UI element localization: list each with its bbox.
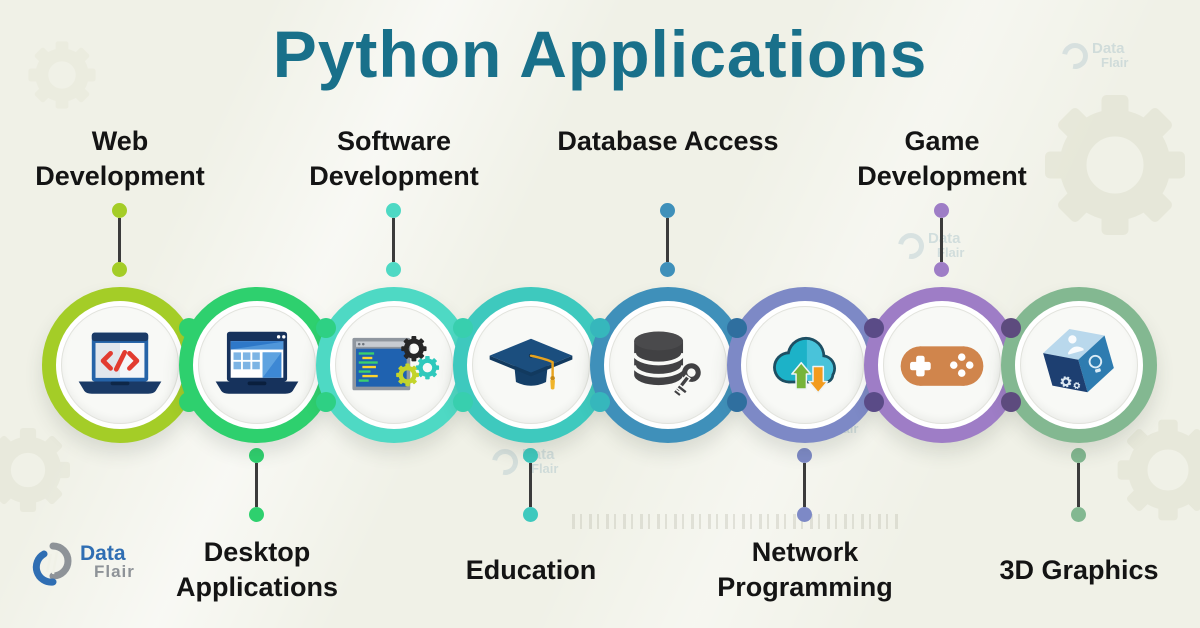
connector-line: [803, 463, 806, 507]
app-label: Network Programming: [717, 537, 893, 602]
connector: [249, 448, 264, 522]
icon-disc: [746, 306, 864, 424]
connector-dot: [1071, 448, 1086, 463]
app-label: Desktop Applications: [175, 537, 338, 602]
connector-line: [529, 463, 532, 507]
barcode-watermark: [572, 514, 902, 529]
watermark-logo-icon: [486, 443, 524, 481]
connector-dot: [523, 507, 538, 522]
ring: [453, 287, 609, 443]
connector: [386, 203, 401, 277]
app-label: Database Access: [557, 126, 779, 156]
ring: [864, 287, 1020, 443]
icon-disc: [1020, 306, 1138, 424]
watermark-logo-icon: [892, 227, 930, 265]
brand-logo: Data Flair: [32, 540, 135, 586]
app-label: 3D Graphics: [999, 555, 1159, 585]
connector-line: [255, 463, 258, 507]
connector: [112, 203, 127, 277]
connector: [934, 203, 949, 277]
ring: [179, 287, 335, 443]
app-label: Web Development: [35, 126, 205, 191]
graduation-cap-icon: [489, 338, 573, 390]
connector-dot: [934, 262, 949, 277]
icon-disc: [472, 306, 590, 424]
connector-dot: [660, 203, 675, 218]
connector-dot: [797, 507, 812, 522]
icon-disc: [335, 306, 453, 424]
ring: [1001, 287, 1157, 443]
connector-dot: [249, 507, 264, 522]
junction-dot: [590, 392, 610, 412]
icon-disc: [883, 306, 1001, 424]
brand-logo-text: Data Flair: [80, 542, 135, 581]
junction-dot: [864, 392, 884, 412]
ring: [42, 287, 198, 443]
icon-disc: [198, 306, 316, 424]
app-label: Game Development: [857, 126, 1027, 191]
junction-dot: [316, 392, 336, 412]
icon-disc: [609, 306, 727, 424]
connector-dot: [112, 262, 127, 277]
connector-dot: [934, 203, 949, 218]
page-title: Python Applications: [272, 17, 928, 91]
brand-logo-icon: [32, 542, 72, 586]
junction-dot: [1001, 318, 1021, 338]
icon-disc: [61, 306, 179, 424]
app-label: Education: [465, 555, 597, 585]
junction-dot: [727, 318, 747, 338]
connector-dot: [797, 448, 812, 463]
connector: [1071, 448, 1086, 522]
laptop-apps-icon: [215, 332, 299, 395]
junction-dot: [453, 318, 473, 338]
connector-dot: [112, 203, 127, 218]
connector-line: [1077, 463, 1080, 507]
ring: [590, 287, 746, 443]
app-label: Software Development: [309, 126, 479, 191]
code-window-gears-icon: [352, 327, 441, 391]
ring: [316, 287, 472, 443]
connector-line: [940, 218, 943, 262]
junction-dot: [179, 392, 199, 412]
cloud-transfer-icon: [773, 337, 837, 394]
connector-dot: [660, 262, 675, 277]
connector: [660, 203, 675, 277]
gamepad-icon: [900, 346, 984, 386]
junction-dot: [727, 392, 747, 412]
junction-dot: [316, 318, 336, 338]
connector-line: [666, 218, 669, 262]
database-key-icon: [632, 331, 701, 398]
connector-dot: [1071, 507, 1086, 522]
ring: [727, 287, 883, 443]
connector: [523, 448, 538, 522]
junction-dot: [179, 318, 199, 338]
connector-dot: [386, 262, 401, 277]
cube-3d-icon: [1043, 328, 1114, 392]
junction-dot: [1001, 392, 1021, 412]
connector-dot: [249, 448, 264, 463]
connector: [797, 448, 812, 522]
junction-dot: [864, 318, 884, 338]
connector-line: [392, 218, 395, 262]
junction-dot: [453, 392, 473, 412]
laptop-code-icon: [78, 333, 162, 395]
junction-dot: [590, 318, 610, 338]
connector-line: [118, 218, 121, 262]
connector-dot: [523, 448, 538, 463]
connector-dot: [386, 203, 401, 218]
